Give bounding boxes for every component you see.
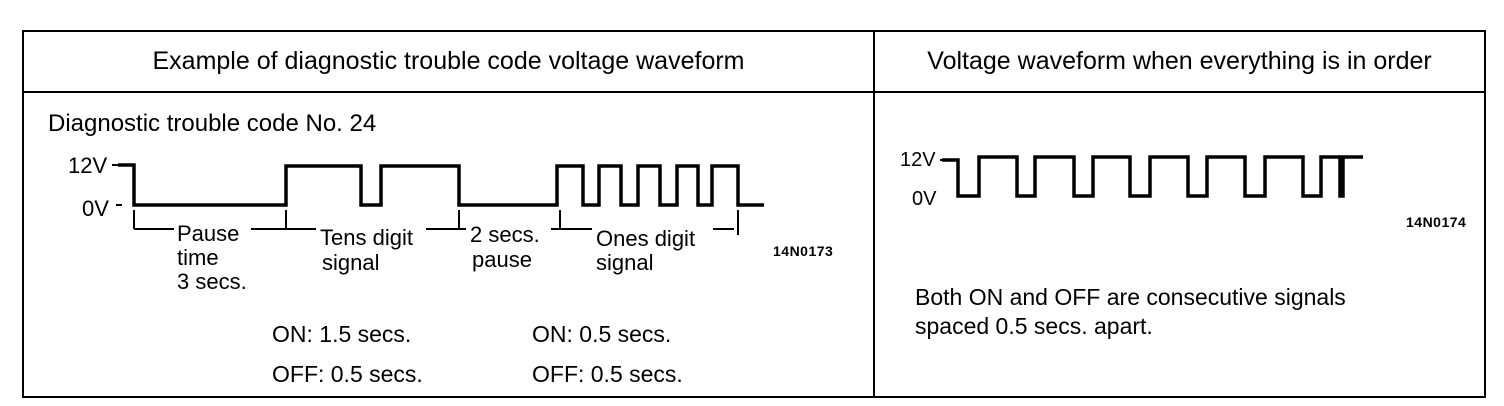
tens-label-2: signal [322,250,380,275]
mid-pause-label-2: pause [472,247,532,272]
ones-label-1: Ones digit [596,226,696,251]
ones-label-2: signal [596,250,654,275]
mid-pause-label-1: 2 secs. [470,222,540,247]
left-level-high: 12V [68,153,108,178]
table-frame [22,30,1486,398]
right-level-high: 12V [900,149,936,171]
ones-on-timing: ON: 0.5 secs. [532,321,672,347]
tens-on-timing: ON: 1.5 secs. [272,321,412,347]
normal-waveform [942,155,1363,198]
left-subtitle: Diagnostic trouble code No. 24 [48,110,377,137]
left-level-low: 0V [82,196,109,221]
header-divider [22,91,1486,93]
left-figure-code: 14N0173 [773,243,834,259]
pause-label-2: time [177,245,219,270]
tens-off-timing: OFF: 0.5 secs. [272,361,423,387]
ones-off-timing: OFF: 0.5 secs. [532,361,683,387]
pause-label-3: 3 secs. [177,269,247,294]
tens-label-1: Tens digit [320,225,413,250]
right-note-line-2: spaced 0.5 secs. apart. [915,313,1153,339]
right-figure-code: 14N0174 [1406,214,1467,230]
bracket-ticks [133,210,739,235]
right-level-low: 0V [912,188,937,210]
code24-waveform [118,163,764,207]
column-divider [873,30,875,398]
pause-label-1: Pause [177,221,240,246]
left-header: Example of diagnostic trouble code volta… [152,46,745,75]
right-header: Voltage waveform when everything is in o… [927,46,1432,75]
right-note-line-1: Both ON and OFF are consecutive signals [915,284,1346,310]
